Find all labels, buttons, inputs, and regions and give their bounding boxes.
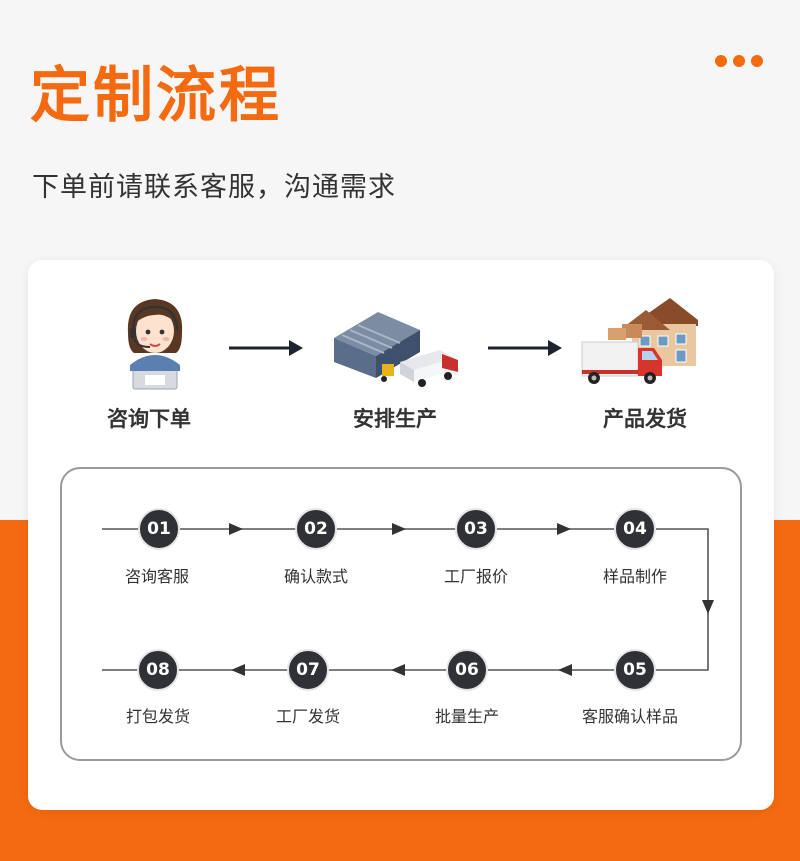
customer-service-agent-icon (127, 299, 183, 390)
flow-arrow-3 (557, 523, 571, 535)
step-label-07: 工厂发货 (275, 707, 340, 726)
flow-arrow-4 (702, 600, 714, 614)
step-label-02: 确认款式 (283, 567, 348, 586)
stage-arrow-2 (488, 340, 562, 356)
page-subtitle: 下单前请联系客服，沟通需求 (32, 172, 396, 203)
step-label-08: 打包发货 (125, 707, 190, 726)
stage-label-2: 安排生产 (353, 407, 437, 431)
step-number-02: 02 (295, 508, 337, 550)
flow-arrow-2 (392, 523, 406, 535)
step-number-07: 07 (287, 649, 329, 691)
step-label-03: 工厂报价 (443, 567, 508, 586)
factory-truck-icon (334, 312, 458, 387)
step-number-01: 01 (138, 508, 180, 550)
step-label-01: 咨询客服 (124, 567, 189, 586)
step-number-06: 06 (446, 649, 488, 691)
stage-arrow-1 (229, 340, 303, 356)
step-number-05: 05 (614, 649, 656, 691)
step-number-04: 04 (614, 508, 656, 550)
flow-arrow-6 (391, 664, 405, 676)
stage-label-3: 产品发货 (603, 407, 687, 431)
more-dots-icon[interactable] (715, 55, 763, 67)
page-title: 定制流程 (30, 61, 282, 131)
step-label-05: 客服确认样品 (581, 707, 678, 726)
flow-arrow-5 (558, 664, 572, 676)
delivery-truck-house-icon (581, 298, 698, 384)
step-label-06: 批量生产 (434, 707, 499, 726)
flow-arrow-7 (231, 664, 245, 676)
step-number-03: 03 (455, 508, 497, 550)
step-number-08: 08 (137, 649, 179, 691)
stage-label-1: 咨询下单 (107, 407, 191, 431)
flow-arrow-1 (229, 523, 243, 535)
step-label-04: 样品制作 (602, 567, 667, 586)
